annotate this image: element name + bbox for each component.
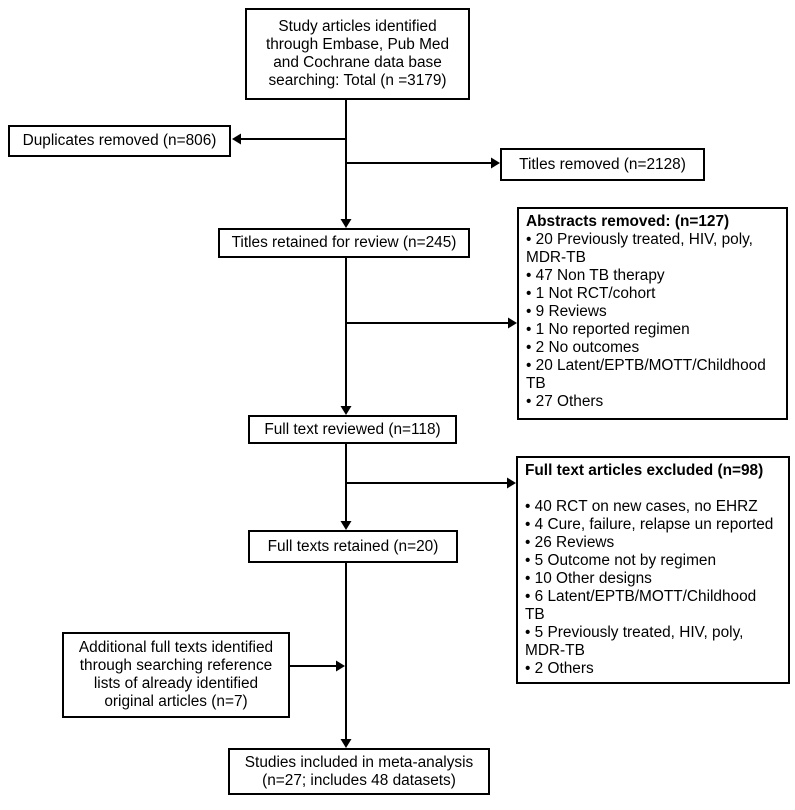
arrow-to-duplicates-removed [232, 133, 346, 145]
study-articles-identified-text: Study articles identified through Embase… [265, 18, 450, 89]
arrow-to-fulltext-excluded [346, 477, 516, 489]
exclusion-reason-item: • 2 No outcomes [526, 339, 640, 356]
full-text-excluded-reasons-list: • 40 RCT on new cases, no EHRZ• 4 Cure, … [525, 498, 788, 678]
exclusion-reason-item: • 6 Latent/EPTB/MOTT/Childhood TB [525, 588, 757, 623]
additional-full-texts-text: Additional full texts identified through… [78, 639, 274, 710]
titles-retained-text: Titles retained for review (n=245) [231, 234, 457, 251]
duplicates-removed-text: Duplicates removed (n=806) [22, 132, 217, 149]
box-studies-included: Studies included in meta-analysis (n=27;… [228, 748, 490, 795]
box-titles-retained: Titles retained for review (n=245) [218, 228, 470, 258]
full-texts-retained-text: Full texts retained (n=20) [267, 537, 439, 555]
exclusion-reason-item: • 27 Others [526, 393, 604, 410]
exclusion-reason-item: • 20 Previously treated, HIV, poly, MDR-… [526, 231, 753, 266]
arrow-fulltexts-retained-to-included [340, 563, 352, 748]
box-abstracts-removed: Abstracts removed: (n=127) • 20 Previous… [517, 207, 788, 420]
exclusion-reason-item: • 20 Latent/EPTB/MOTT/Childhood TB [526, 357, 766, 392]
exclusion-reason-item: • 47 Non TB therapy [526, 267, 665, 284]
abstracts-removed-reasons-list: • 20 Previously treated, HIV, poly, MDR-… [526, 231, 786, 411]
box-duplicates-removed: Duplicates removed (n=806) [8, 125, 231, 157]
exclusion-reason-item: • 1 No reported regimen [526, 321, 690, 338]
exclusion-reason-item: • 9 Reviews [526, 303, 607, 320]
exclusion-reason-item: • 4 Cure, failure, relapse un reported [525, 516, 774, 533]
exclusion-reason-item: • 2 Others [525, 660, 594, 677]
titles-removed-text: Titles removed (n=2128) [519, 155, 686, 173]
arrow-identified-to-titles-retained [340, 100, 352, 228]
exclusion-reason-item: • 5 Previously treated, HIV, poly, MDR-T… [525, 624, 744, 659]
box-additional-full-texts: Additional full texts identified through… [62, 632, 290, 718]
studies-included-text: Studies included in meta-analysis (n=27;… [244, 753, 474, 789]
arrow-additional-to-spine [290, 660, 345, 672]
exclusion-reason-item: • 1 Not RCT/cohort [526, 285, 656, 302]
box-study-articles-identified: Study articles identified through Embase… [245, 8, 470, 100]
box-full-text-reviewed: Full text reviewed (n=118) [248, 415, 457, 444]
arrow-titles-retained-to-fulltext-reviewed [340, 258, 352, 415]
box-titles-removed: Titles removed (n=2128) [500, 148, 705, 181]
exclusion-reason-item: • 26 Reviews [525, 534, 615, 551]
exclusion-reason-item: • 10 Other designs [525, 570, 652, 587]
exclusion-reason-item: • 5 Outcome not by regimen [525, 552, 717, 569]
box-full-texts-retained: Full texts retained (n=20) [248, 530, 458, 563]
abstracts-removed-title: Abstracts removed: (n=127) [526, 213, 730, 230]
full-text-excluded-title: Full text articles excluded (n=98) [525, 462, 764, 479]
arrow-to-titles-removed [346, 157, 500, 169]
full-text-reviewed-text: Full text reviewed (n=118) [264, 420, 441, 438]
box-full-text-excluded: Full text articles excluded (n=98) • 40 … [516, 456, 790, 684]
exclusion-reason-item: • 40 RCT on new cases, no EHRZ [525, 498, 758, 515]
arrow-to-abstracts-removed [346, 317, 517, 329]
arrow-fulltext-reviewed-to-fulltexts-retained [340, 444, 352, 530]
